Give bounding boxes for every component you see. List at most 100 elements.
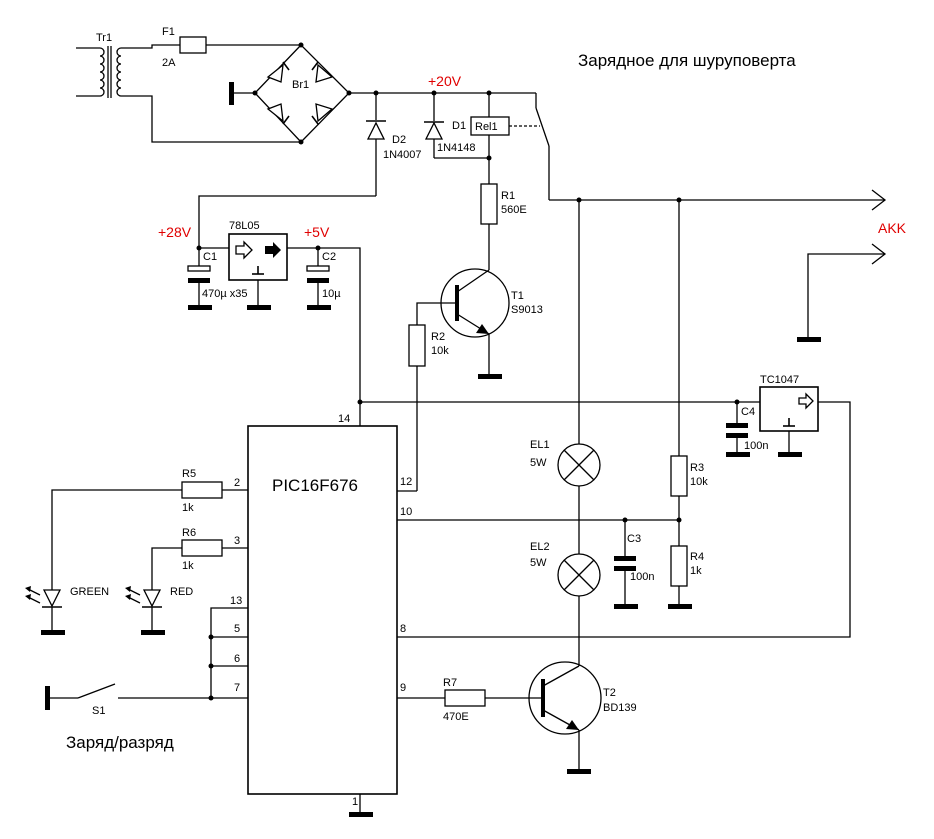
r5-ref: R5	[182, 468, 196, 480]
pin-2: 2	[234, 477, 240, 489]
regulator-78l05: 78L05	[228, 220, 288, 305]
d1-value: 1N4148	[437, 142, 476, 154]
switch-s1: S1	[48, 683, 211, 717]
ground-symbol	[349, 812, 373, 817]
transistor-t2: T2 BD139	[528, 661, 637, 770]
c2-value: 10µ	[322, 288, 341, 300]
c1-ref: C1	[203, 251, 217, 263]
tr1-label: Tr1	[96, 32, 112, 44]
c4-ref: C4	[741, 406, 755, 418]
t2-value: BD139	[603, 702, 637, 714]
c1-value: 470µ x35	[202, 288, 247, 300]
ground-symbol	[668, 604, 692, 609]
ground-symbol	[567, 769, 591, 774]
transistor-t1: T1 S9013	[440, 268, 543, 376]
diagram-title: Зарядное для шуруповерта	[578, 51, 796, 70]
capacitor-c4: C4 100n	[726, 402, 768, 452]
r6-ref: R6	[182, 527, 196, 539]
pin-3: 3	[234, 535, 240, 547]
fuse-f1: F1 2A	[162, 26, 301, 69]
r1-ref: R1	[501, 190, 515, 202]
d2-value: 1N4007	[383, 149, 422, 161]
r3-ref: R3	[690, 462, 704, 474]
resistor-r7: R7 470E	[443, 677, 486, 723]
c2-ref: C2	[322, 251, 336, 263]
ground-symbol	[726, 452, 750, 457]
d1-ref: D1	[452, 120, 466, 132]
led-green: GREEN	[25, 586, 109, 630]
relay-rel1: Rel1	[470, 93, 550, 200]
lamp-el2: EL2 5W	[530, 541, 601, 597]
ground-symbol	[307, 305, 331, 310]
ground-symbol	[247, 305, 271, 310]
r6-value: 1k	[182, 560, 194, 572]
voltage-20v: +20V	[428, 73, 462, 89]
pin-6: 6	[234, 653, 240, 665]
d2-ref: D2	[392, 134, 406, 146]
r2-value: 10k	[431, 345, 449, 357]
resistor-r6: R6 1k	[181, 527, 223, 572]
c3-ref: C3	[627, 533, 641, 545]
pin-14: 14	[338, 413, 350, 425]
ground-symbol	[141, 630, 165, 635]
f1-ref: F1	[162, 26, 175, 38]
r4-value: 1k	[690, 565, 702, 577]
voltage-28v: +28V	[158, 224, 192, 240]
lamp-el1: EL1 5W	[530, 439, 601, 487]
c3-value: 100n	[630, 571, 654, 583]
transformer-tr1: Tr1	[76, 32, 122, 98]
r7-ref: R7	[443, 677, 457, 689]
resistor-r4: R4 1k	[670, 545, 704, 587]
pin-5: 5	[234, 623, 240, 635]
f1-value: 2A	[162, 57, 176, 69]
resistor-r3: R3 10k	[670, 455, 708, 497]
br1-label: Br1	[292, 79, 309, 91]
pin-12: 12	[400, 476, 412, 488]
pin-7: 7	[234, 682, 240, 694]
r3-value: 10k	[690, 476, 708, 488]
el2-value: 5W	[530, 557, 547, 569]
t2-ref: T2	[603, 687, 616, 699]
el1-ref: EL1	[530, 439, 550, 451]
el2-ref: EL2	[530, 541, 550, 553]
ground-symbol	[188, 305, 212, 310]
tc1047-label: TC1047	[760, 374, 799, 386]
capacitor-c1: C1 470µ x35	[187, 248, 247, 305]
t1-ref: T1	[511, 290, 524, 302]
capacitor-c3: C3 100n	[614, 520, 654, 604]
voltage-5v: +5V	[304, 224, 330, 240]
r7-value: 470E	[443, 711, 469, 723]
resistor-r5: R5 1k	[181, 468, 223, 514]
resistor-r1: R1 560E	[480, 183, 527, 270]
bridge-rectifier-br1: Br1	[252, 42, 352, 145]
ground-symbol	[41, 630, 65, 635]
regulator-label: 78L05	[229, 220, 260, 232]
ground-symbol	[778, 452, 802, 457]
pin-10: 10	[400, 506, 412, 518]
r4-ref: R4	[690, 551, 704, 563]
green-led-label: GREEN	[70, 586, 109, 598]
ground-symbol	[45, 686, 50, 710]
t1-value: S9013	[511, 304, 543, 316]
pin-9: 9	[400, 682, 406, 694]
ground-symbol	[614, 604, 638, 609]
diode-d1: D1 1N4148	[424, 93, 476, 158]
pin-1: 1	[352, 796, 358, 808]
ground-symbol	[797, 337, 821, 342]
c4-value: 100n	[744, 440, 768, 452]
ground-symbol	[478, 374, 502, 379]
ground-symbol	[229, 82, 234, 105]
el1-value: 5W	[530, 457, 547, 469]
r1-value: 560E	[501, 204, 527, 216]
microcontroller-pic16f676: PIC16F676 14 2 3 13 5 6 7 12 10 8 9 1	[230, 413, 412, 808]
temperature-sensor-tc1047: TC1047	[759, 374, 819, 452]
pin-13: 13	[230, 595, 242, 607]
rel1-label: Rel1	[475, 121, 498, 133]
mode-label: Заряд/разряд	[66, 733, 174, 752]
battery-label: AKK	[878, 220, 907, 236]
red-led-label: RED	[170, 586, 193, 598]
diode-d2: D2 1N4007	[366, 93, 422, 196]
resistor-r2: R2 10k	[408, 324, 449, 491]
s1-label: S1	[92, 705, 105, 717]
